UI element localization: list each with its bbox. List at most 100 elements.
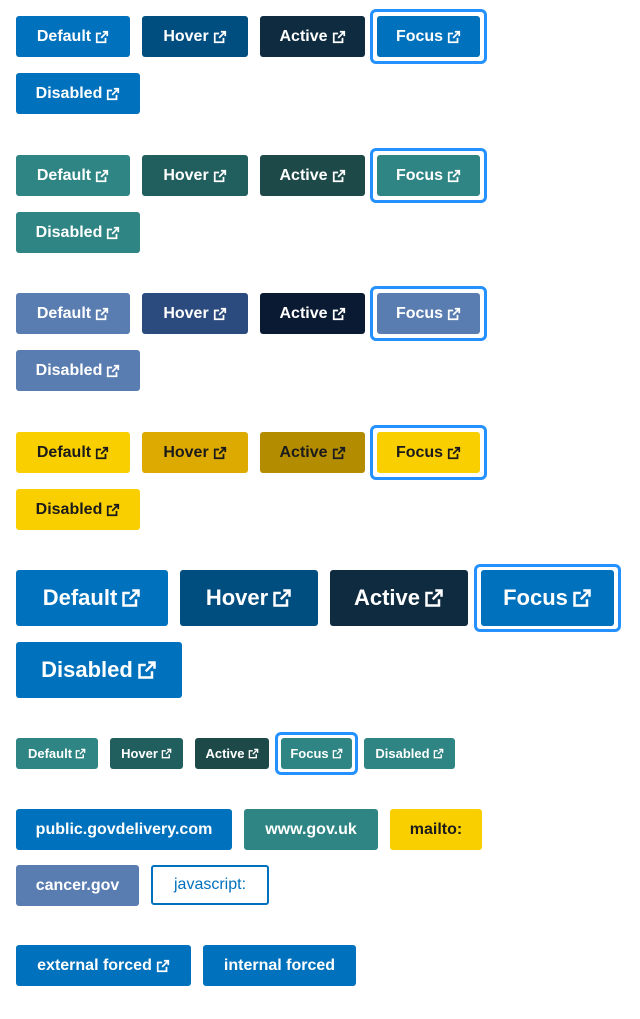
- button-label: Focus: [395, 166, 444, 184]
- external-link-icon: [433, 748, 444, 759]
- large-hover-button[interactable]: Hover: [180, 570, 318, 626]
- button-label: javascript:: [173, 876, 247, 893]
- external-link-icon: [332, 169, 346, 183]
- button-label: Active: [353, 585, 421, 610]
- slate-default-button[interactable]: Default: [16, 293, 130, 334]
- small-disabled-button[interactable]: Disabled: [364, 738, 455, 769]
- yellow-active-button[interactable]: Active: [260, 432, 365, 473]
- yellow-disabled-button[interactable]: Disabled: [16, 489, 140, 530]
- external-link-icon: [213, 30, 227, 44]
- external-link-icon: [95, 169, 109, 183]
- slate-active-button[interactable]: Active: [260, 293, 365, 334]
- slate-disabled-button[interactable]: Disabled: [16, 350, 140, 391]
- link-mailto-button[interactable]: mailto:: [390, 809, 482, 850]
- external-link-icon: [106, 226, 120, 240]
- button-label: www.gov.uk: [265, 820, 357, 838]
- internal-forced-button[interactable]: internal forced: [203, 945, 356, 986]
- button-label: Focus: [395, 304, 444, 322]
- teal-disabled-button[interactable]: Disabled: [16, 212, 140, 253]
- small-focus-button[interactable]: Focus: [281, 738, 352, 769]
- small-default-button[interactable]: Default: [16, 738, 98, 769]
- button-label: Disabled: [35, 361, 103, 379]
- button-label: Focus: [395, 27, 444, 45]
- external-link-icon: [332, 446, 346, 460]
- button-label: Default: [27, 746, 73, 761]
- button-label: Disabled: [35, 500, 103, 518]
- button-label: Disabled: [35, 223, 103, 241]
- external-link-icon: [121, 588, 141, 608]
- primary-active-button[interactable]: Active: [260, 16, 365, 57]
- button-label: Default: [36, 166, 92, 184]
- teal-active-button[interactable]: Active: [260, 155, 365, 196]
- button-label: external forced: [37, 956, 152, 974]
- button-label: Active: [279, 443, 328, 461]
- yellow-focus-button[interactable]: Focus: [377, 432, 480, 473]
- button-label: Hover: [163, 304, 209, 322]
- link-cancer-gov-button[interactable]: cancer.gov: [16, 865, 139, 906]
- button-label: cancer.gov: [35, 876, 120, 894]
- external-link-icon: [213, 307, 227, 321]
- button-label: Default: [36, 27, 92, 45]
- primary-disabled-button[interactable]: Disabled: [16, 73, 140, 114]
- external-link-icon: [248, 748, 259, 759]
- external-link-icon: [424, 588, 444, 608]
- button-label: Hover: [205, 585, 269, 610]
- external-link-icon: [447, 30, 461, 44]
- external-link-icon: [106, 87, 120, 101]
- teal-hover-button[interactable]: Hover: [142, 155, 248, 196]
- external-link-icon: [272, 588, 292, 608]
- external-link-icon: [156, 959, 170, 973]
- large-default-button[interactable]: Default: [16, 570, 168, 626]
- button-label: Hover: [121, 746, 158, 761]
- large-active-button[interactable]: Active: [330, 570, 468, 626]
- button-label: Disabled: [41, 657, 133, 682]
- button-label: Active: [279, 27, 328, 45]
- button-label: Focus: [290, 746, 329, 761]
- button-label: Focus: [395, 443, 444, 461]
- external-link-icon: [75, 748, 86, 759]
- external-link-icon: [332, 748, 343, 759]
- button-label: Active: [205, 746, 245, 761]
- button-label: Disabled: [375, 746, 430, 761]
- link-javascript-button[interactable]: javascript:: [151, 865, 269, 905]
- small-active-button[interactable]: Active: [195, 738, 269, 769]
- slate-focus-button[interactable]: Focus: [377, 293, 480, 334]
- large-focus-button[interactable]: Focus: [481, 570, 614, 626]
- teal-focus-button[interactable]: Focus: [377, 155, 480, 196]
- teal-default-button[interactable]: Default: [16, 155, 130, 196]
- primary-focus-button[interactable]: Focus: [377, 16, 480, 57]
- slate-hover-button[interactable]: Hover: [142, 293, 248, 334]
- button-label: Default: [36, 304, 92, 322]
- button-label: mailto:: [409, 820, 463, 838]
- button-label: Hover: [163, 443, 209, 461]
- button-label: Hover: [163, 166, 209, 184]
- external-link-icon: [106, 364, 120, 378]
- external-link-icon: [161, 748, 172, 759]
- external-link-icon: [447, 169, 461, 183]
- button-label: Active: [279, 166, 328, 184]
- primary-default-button[interactable]: Default: [16, 16, 130, 57]
- external-link-icon: [106, 503, 120, 517]
- button-label: Disabled: [35, 84, 103, 102]
- button-label: Focus: [503, 585, 568, 610]
- external-link-icon: [213, 446, 227, 460]
- button-label: Default: [42, 585, 118, 610]
- yellow-hover-button[interactable]: Hover: [142, 432, 248, 473]
- link-www-gov-uk-button[interactable]: www.gov.uk: [244, 809, 378, 850]
- external-link-icon: [332, 307, 346, 321]
- external-link-icon: [447, 307, 461, 321]
- small-hover-button[interactable]: Hover: [110, 738, 183, 769]
- button-label: public.govdelivery.com: [35, 820, 213, 838]
- external-link-icon: [572, 588, 592, 608]
- external-forced-button[interactable]: external forced: [16, 945, 191, 986]
- large-disabled-button[interactable]: Disabled: [16, 642, 182, 698]
- button-label: internal forced: [223, 956, 336, 974]
- external-link-icon: [95, 30, 109, 44]
- primary-hover-button[interactable]: Hover: [142, 16, 248, 57]
- link-public-govdelivery-button[interactable]: public.govdelivery.com: [16, 809, 232, 850]
- button-label: Active: [279, 304, 328, 322]
- external-link-icon: [213, 169, 227, 183]
- yellow-default-button[interactable]: Default: [16, 432, 130, 473]
- external-link-icon: [95, 307, 109, 321]
